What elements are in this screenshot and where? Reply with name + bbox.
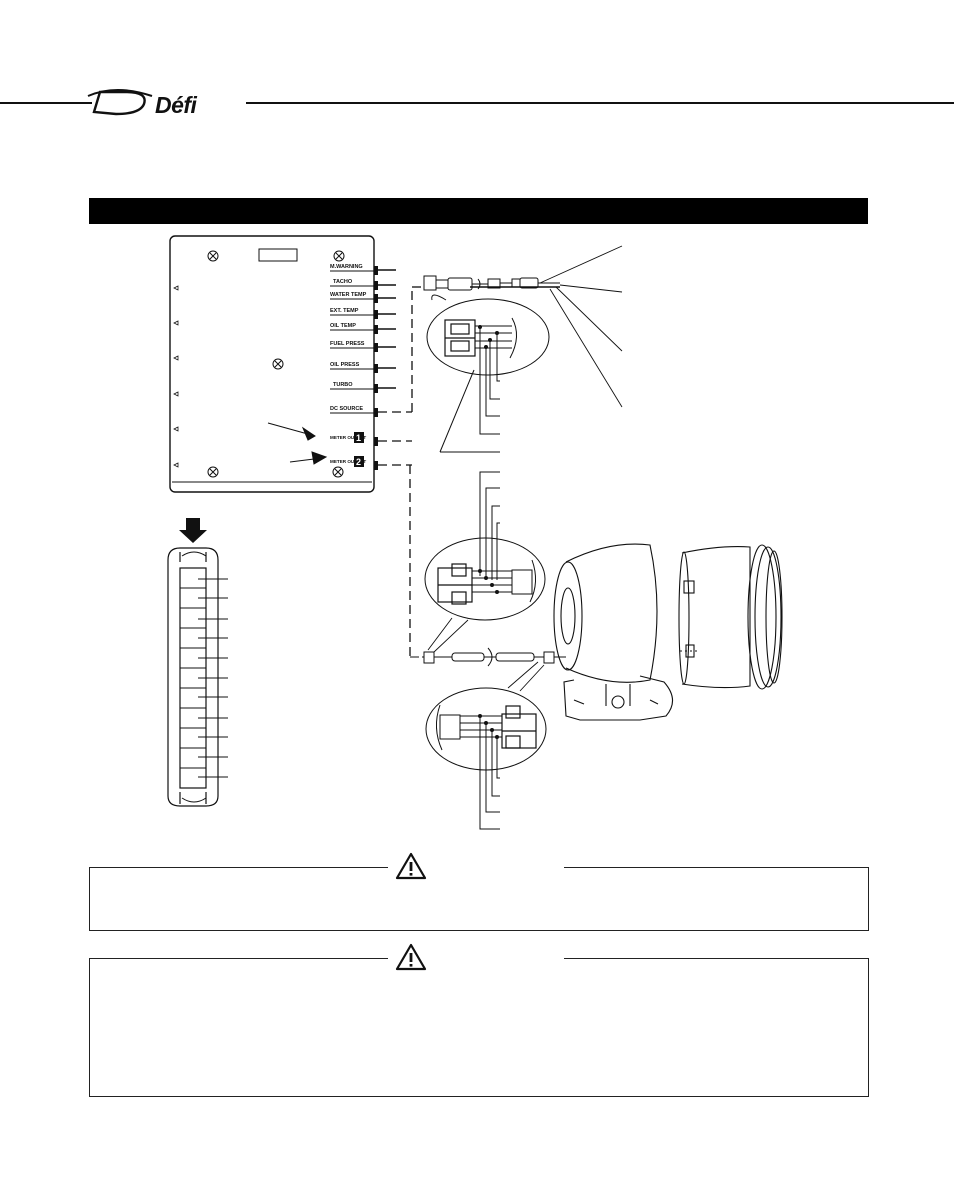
meter-output-2-number: 2 — [356, 457, 361, 467]
warning-triangle-icon — [394, 942, 428, 972]
port-label-oil-press: OIL PRESS — [330, 362, 360, 368]
caution-box-2-heading — [388, 940, 564, 976]
zoom-bubble-upper — [426, 298, 550, 376]
section-header-bar — [89, 198, 868, 224]
port-label-fuel-press: FUEL PRESS — [330, 341, 365, 347]
caution-box-1-heading — [388, 849, 564, 885]
connector-plug-icon — [423, 651, 435, 664]
meter-output-2-label: METER OUTPUT — [330, 459, 366, 464]
defi-logo-icon — [87, 89, 153, 116]
pin-connector-icon — [167, 547, 219, 807]
unit-label-plate — [258, 248, 298, 262]
header-rule-left — [0, 102, 92, 104]
screw-icon — [332, 466, 344, 478]
port-label-oil-temp: OIL TEMP — [330, 323, 356, 329]
brand-logo-text: Défi — [155, 92, 197, 118]
screw-icon — [272, 358, 284, 370]
header-rule-right — [246, 102, 954, 104]
meter-output-1-label: METER OUTPUT — [330, 435, 366, 440]
connector-plug-icon — [423, 275, 437, 291]
port-label-water-temp: WATER TEMP — [330, 292, 367, 298]
caution-box-2 — [89, 958, 869, 1097]
port-label-dc-source: DC SOURCE — [330, 406, 363, 412]
connector-plug-icon — [543, 651, 555, 664]
wiring-diagram: M.WARNING TACHO WATER TEMP EXT. TEMP OIL… — [167, 235, 783, 830]
port-label-turbo: TURBO — [333, 382, 353, 388]
gauge-pod-icon — [553, 543, 674, 721]
zoom-bubble-middle — [424, 537, 546, 621]
gauge-body-icon — [678, 544, 783, 690]
port-label-tacho: TACHO — [333, 279, 353, 285]
down-arrow-icon — [179, 518, 207, 543]
screw-icon — [333, 250, 345, 262]
port-label-m-warning: M.WARNING — [330, 264, 363, 270]
screw-icon — [207, 250, 219, 262]
port-label-ext-temp: EXT. TEMP — [330, 308, 359, 314]
meter-output-1-number: 1 — [356, 433, 361, 443]
screw-icon — [207, 466, 219, 478]
warning-triangle-icon — [394, 851, 428, 881]
